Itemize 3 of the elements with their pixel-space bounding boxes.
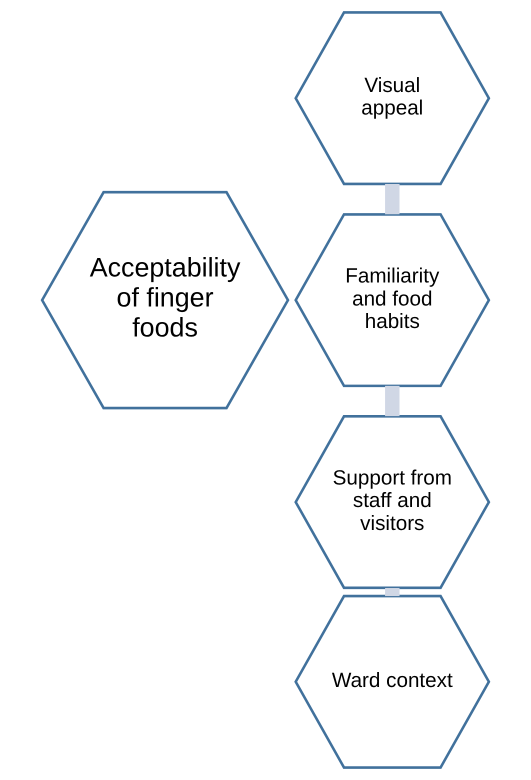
connector (385, 386, 400, 416)
connector (385, 588, 400, 596)
connector (385, 184, 400, 214)
